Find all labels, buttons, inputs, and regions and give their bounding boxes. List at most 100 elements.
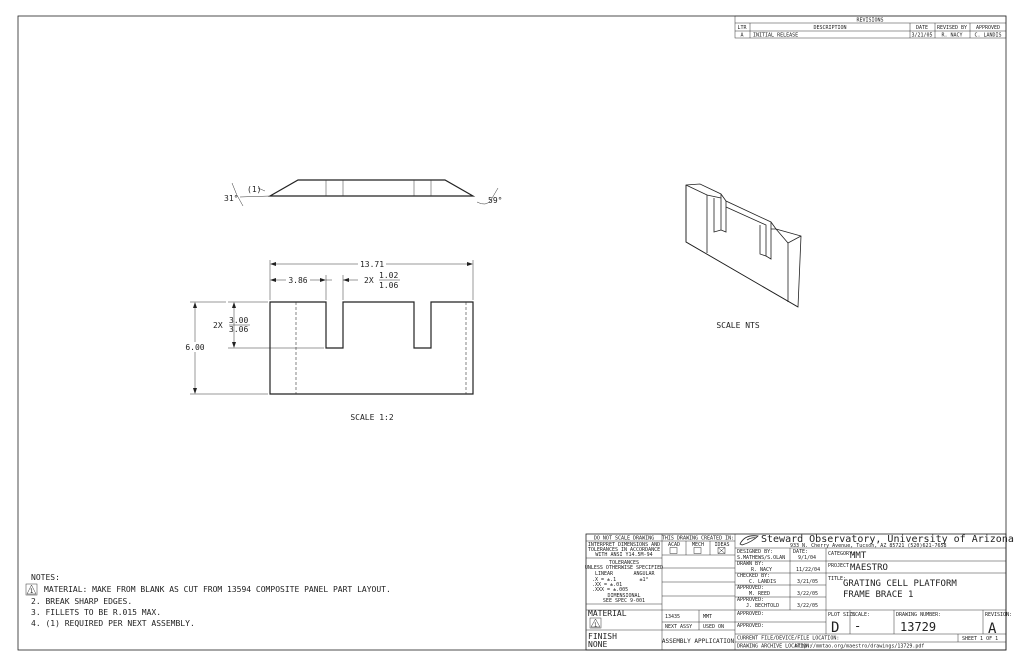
dim-slot-width-2: 1.06 — [379, 281, 398, 290]
checked-by: C. LANDIS — [749, 579, 776, 585]
project-label: PROJECT: — [828, 563, 852, 569]
cad-option-ideas: IDEAS — [714, 542, 729, 548]
tolerances-unless: UNLESS OTHERWISE SPECIFIED — [585, 565, 663, 571]
drawing-number: 13729 — [900, 620, 936, 634]
note-2: 2. BREAK SHARP EDGES. — [31, 597, 132, 606]
next-assy-code: MMT — [703, 614, 712, 620]
designed-by: S.MATHEWS/S.OLAN — [737, 555, 785, 561]
revision-value: A — [988, 621, 997, 637]
title-label: TITLE: — [828, 576, 846, 582]
approved-by-1: M. REED — [749, 591, 770, 597]
rev-revised-by-value: R. NACY — [941, 33, 962, 39]
note-3: 3. FILLETS TO BE R.015 MAX. — [31, 608, 161, 617]
checked-date: 3/21/05 — [797, 579, 818, 585]
top-view-left-angle: 31° — [224, 194, 238, 203]
assembly-application: ASSEMBLY APPLICATION — [662, 638, 735, 645]
top-view-outline — [267, 179, 476, 197]
front-view-outline — [269, 301, 474, 395]
category-value: MMT — [850, 551, 867, 561]
cad-option-acad: ACAD — [668, 542, 680, 548]
next-assy-number: 13435 — [665, 614, 680, 620]
drawing-number-label: DRAWING NUMBER: — [896, 612, 941, 618]
file-location-label: CURRENT FILE/DEVICE/FILE LOCATION: — [737, 636, 839, 642]
interpret-line-2: TOLERANCES IN ACCORDANCE — [588, 547, 660, 553]
category-label: CATEGORY: — [828, 551, 855, 557]
notes: NOTES: 1 MATERIAL: MAKE FROM BLANK AS CU… — [25, 573, 391, 628]
std-spec: SEE SPEC 9-001 — [603, 598, 645, 604]
material-label: MATERIAL — [588, 609, 627, 618]
finish-value: NONE — [588, 640, 607, 649]
scale-value: - — [854, 619, 861, 633]
cad-option-mech: MECH — [692, 542, 704, 548]
next-assy-label: NEXT ASSY — [665, 624, 692, 630]
approved-label-2: APPROVED: — [737, 597, 764, 603]
revision-label: REVISION: — [985, 612, 1012, 618]
archive-value: http://mmtao.org/maestro/drawings/13729.… — [795, 644, 924, 650]
observatory-logo — [739, 535, 759, 546]
dim-depth-2: 3.06 — [229, 325, 248, 334]
rev-col-ltr: LTR — [737, 25, 747, 31]
tolerance-angular-label: ANGULAR — [633, 571, 655, 577]
designed-date: 9/1/04 — [798, 555, 816, 561]
top-view-note-ref: (1) — [247, 185, 261, 194]
drawn-by: R. NACY — [751, 567, 772, 573]
revisions-table: REVISIONS LTR DESCRIPTION DATE REVISED B… — [734, 15, 1007, 39]
dim-slot-width-1: 1.02 — [379, 271, 398, 280]
used-on-label: USED ON — [703, 624, 724, 630]
title-line-1: GRATING CELL PLATFORM — [843, 579, 957, 589]
approved-label-4: APPROVED: — [737, 623, 764, 629]
date-label: DATE: — [793, 549, 808, 555]
tolerance-2: .XX = ±.01 — [592, 582, 622, 588]
top-view: (1) 31° 59° — [224, 179, 502, 207]
plot-size-value: D — [831, 620, 839, 636]
approved-date-2: 3/22/05 — [797, 603, 818, 609]
front-view-scale: SCALE 1:2 — [350, 413, 394, 422]
archive-label: DRAWING ARCHIVE LOCATION: — [737, 644, 812, 650]
cad-acad-checkbox — [669, 547, 678, 554]
tolerance-angular-value: ±1° — [639, 577, 648, 583]
rev-col-revised-by: REVISED BY — [937, 25, 967, 31]
approved-date-1: 3/22/05 — [797, 591, 818, 597]
isometric-view: SCALE NTS — [685, 183, 802, 330]
sheet-number: SHEET 1 OF 1 — [962, 636, 998, 642]
interpret-line-3: WITH ANSI Y14.5M-94 — [595, 552, 652, 558]
approved-label-3: APPROVED: — [737, 611, 764, 617]
interpret-line-1: INTERPRET DIMENSIONS AND — [588, 542, 660, 548]
material-flag: 1 — [594, 623, 597, 629]
rev-approved-value: C. LANDIS — [974, 33, 1001, 39]
dim-overall-width: 13.71 — [360, 260, 384, 269]
top-view-right-angle: 59° — [488, 196, 502, 205]
rev-col-description: DESCRIPTION — [813, 25, 846, 31]
title-block: DO NOT SCALE DRAWING INTERPRET DIMENSION… — [585, 533, 1014, 651]
note-1-flag: 1 — [30, 588, 34, 595]
org-name: Steward Observatory, University of Arizo… — [761, 534, 1014, 545]
iso-view-scale: SCALE NTS — [716, 321, 760, 330]
finish-label: FINISH — [588, 632, 617, 641]
rev-col-date: DATE — [916, 25, 928, 31]
created-in-label: THIS DRAWING CREATED IN: — [662, 536, 734, 542]
rev-date-value: 3/21/05 — [911, 33, 932, 39]
org-address: 933 N. Cherry Avenue, Tucson, AZ 85721 (… — [790, 543, 947, 549]
approved-label-1: APPROVED: — [737, 585, 764, 591]
rev-ltr-value: A — [740, 33, 743, 39]
tolerances-title: TOLERANCES — [609, 560, 639, 566]
rev-description-value: INITIAL RELEASE — [753, 33, 798, 39]
dim-height: 6.00 — [185, 343, 204, 352]
cad-mech-checkbox — [693, 547, 702, 554]
sheet-border — [17, 15, 1007, 651]
drawn-by-label: DRAWN BY: — [737, 561, 764, 567]
rev-col-approved: APPROVED — [976, 25, 1000, 31]
note-1: MATERIAL: MAKE FROM BLANK AS CUT FROM 13… — [44, 585, 391, 594]
note-4: 4. (1) REQUIRED PER NEXT ASSEMBLY. — [31, 619, 195, 628]
drawn-date: 11/22/04 — [796, 567, 820, 573]
dimensional-label: DIMENSIONAL — [607, 593, 640, 599]
tolerance-3: .XXX = ±.005 — [592, 587, 628, 593]
dim-slot-prefix: 2X — [364, 276, 374, 285]
dim-depth-1: 3.00 — [229, 316, 248, 325]
dim-depth-prefix: 2X — [213, 321, 223, 330]
revisions-title: REVISIONS — [856, 18, 883, 24]
plot-size-label: PLOT SIZE — [828, 612, 855, 618]
tolerance-1: .X = ±.1 — [592, 577, 616, 583]
title-line-2: FRAME BRACE 1 — [843, 590, 913, 600]
